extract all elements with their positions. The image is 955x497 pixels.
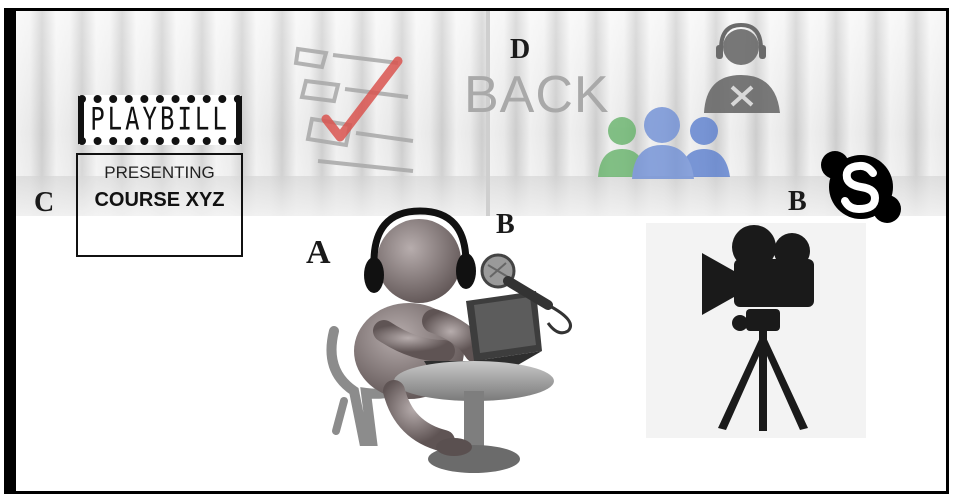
playbill-logo: PLAYBILL bbox=[78, 95, 242, 145]
support-agent-icon bbox=[696, 21, 786, 113]
presenting-sign: PRESENTING COURSE XYZ bbox=[76, 153, 243, 257]
label-c: C bbox=[34, 189, 54, 217]
microphone-icon bbox=[478, 251, 588, 341]
playbill-logo-text: PLAYBILL bbox=[84, 103, 236, 134]
video-camera-tripod-icon bbox=[646, 223, 866, 438]
presenter-with-headset-icon bbox=[314, 201, 554, 481]
stage-frame: BACK D C A B B PLAYBILL bbox=[4, 8, 949, 494]
backdrop-back-text: BACK bbox=[464, 69, 610, 121]
presenting-sign-line1: PRESENTING bbox=[78, 163, 241, 183]
checklist-icon bbox=[288, 41, 418, 191]
presenting-sign-line2: COURSE XYZ bbox=[78, 189, 241, 212]
label-d: D bbox=[510, 36, 530, 64]
users-group-icon bbox=[596, 103, 736, 181]
skype-icon bbox=[821, 151, 901, 223]
label-b-skype: B bbox=[788, 188, 807, 216]
